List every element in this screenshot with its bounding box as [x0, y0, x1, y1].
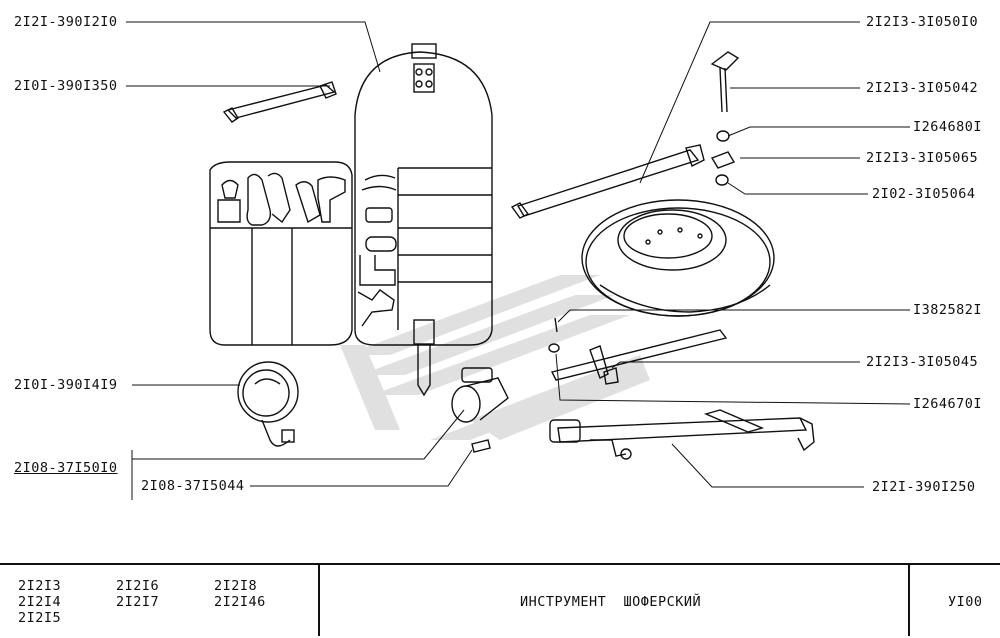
- label-part-2I2I3-3I05065: 2I2I3-3I05065: [866, 150, 979, 166]
- strap-long: [510, 144, 705, 219]
- model-code: 2I2I7: [116, 594, 160, 610]
- jack-handle: [548, 317, 728, 385]
- label-part-2I2I3-3I05042: 2I2I3-3I05042: [866, 80, 979, 96]
- model-code: 2I2I5: [18, 610, 62, 626]
- label-part-2I2I3-3I050I0: 2I2I3-3I050I0: [866, 14, 979, 30]
- label-part-I264670I: I264670I: [913, 396, 983, 412]
- label-part-2I0I-390I4I9: 2I0I-390I4I9: [14, 377, 118, 393]
- pump-hose-fitting: [451, 367, 509, 453]
- model-code: 2I2I46: [214, 594, 266, 610]
- label-part-I382582I: I382582I: [913, 302, 983, 318]
- label-part-2I2I3-3I05045: 2I2I3-3I05045: [866, 354, 979, 370]
- title-block-divider: [908, 563, 910, 636]
- model-code: 2I2I3: [18, 578, 62, 594]
- wheel-bolt: [710, 51, 740, 186]
- label-part-I264680I: I264680I: [913, 119, 983, 135]
- label-part-2I2I-390I250: 2I2I-390I250: [872, 479, 976, 495]
- spare-wheel: [581, 199, 775, 317]
- label-part-2I08-37I50I0: 2I08-37I50I0: [14, 460, 118, 476]
- tire-pressure-gauge: [237, 361, 299, 447]
- tool-bag: [209, 43, 493, 397]
- strap-short: [222, 81, 337, 123]
- jack: [549, 409, 815, 460]
- title-block: [0, 563, 1000, 638]
- label-part-2I2I-390I2I0: 2I2I-390I2I0: [14, 14, 118, 30]
- sheet-number: УI00: [948, 594, 983, 610]
- model-code: 2I2I6: [116, 578, 160, 594]
- sheet-title: ИНСТРУМЕНТ ШОФЕРСКИЙ: [520, 594, 702, 610]
- model-code: 2I2I4: [18, 594, 62, 610]
- label-part-2I08-37I5044: 2I08-37I5044: [141, 478, 245, 494]
- label-part-2I0I-390I350: 2I0I-390I350: [14, 78, 118, 94]
- model-code: 2I2I8: [214, 578, 258, 594]
- title-block-divider: [318, 563, 320, 636]
- label-part-2I02-3I05064: 2I02-3I05064: [872, 186, 976, 202]
- leader-lines: [126, 21, 911, 500]
